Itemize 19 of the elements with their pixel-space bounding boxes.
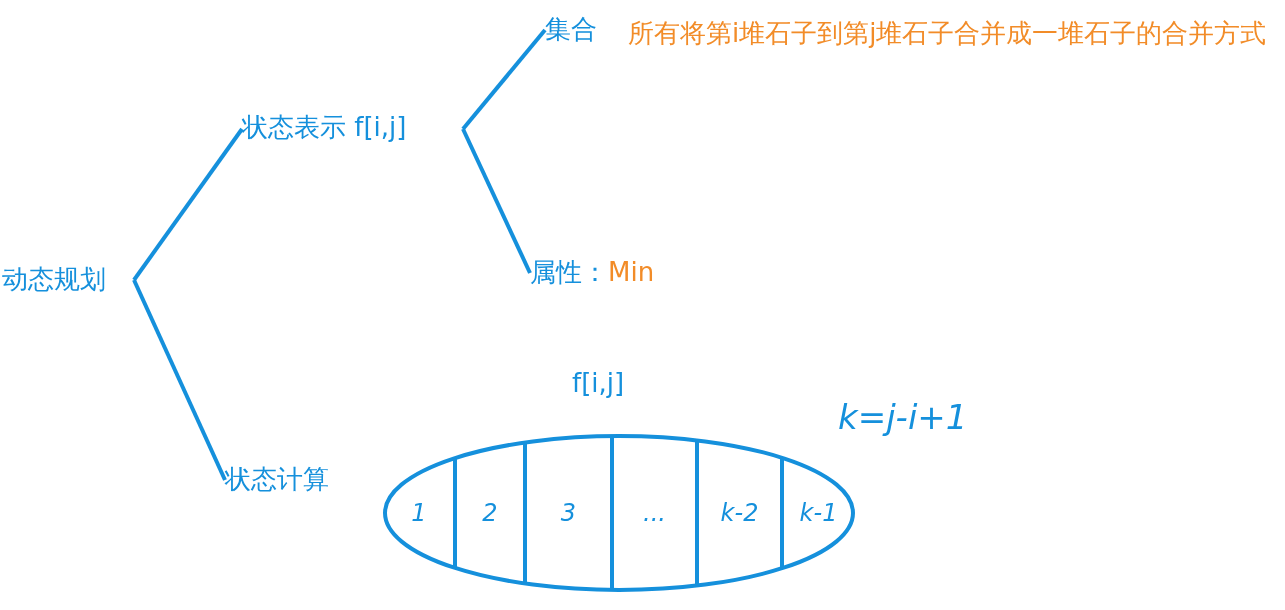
ellipse-heading: f[i,j] [572, 367, 626, 400]
description-text: 所有将第i堆石子到第j堆石子合并成一堆石子的合并方式 [628, 17, 1268, 50]
segment-label: k-2 [720, 498, 759, 529]
segment-label: 1 [411, 498, 427, 529]
value-text: Min [608, 256, 655, 289]
connector-line [132, 127, 244, 282]
connector-line [132, 279, 227, 481]
segment-label: ... [643, 498, 666, 529]
connector-line [461, 128, 532, 274]
segment-label: 3 [560, 498, 577, 529]
node-label: 状态表示 f[i,j] [242, 111, 407, 144]
node-label: 状态计算 [225, 463, 329, 496]
segment-label: k-1 [799, 498, 838, 529]
segment-label: 2 [482, 498, 498, 529]
node-label: 集合 [545, 13, 597, 46]
handwritten-note: k=j-i+1 [838, 396, 968, 439]
node-label: 属性： [530, 256, 608, 289]
connector-line [461, 28, 547, 131]
node-label: 动态规划 [2, 263, 106, 296]
